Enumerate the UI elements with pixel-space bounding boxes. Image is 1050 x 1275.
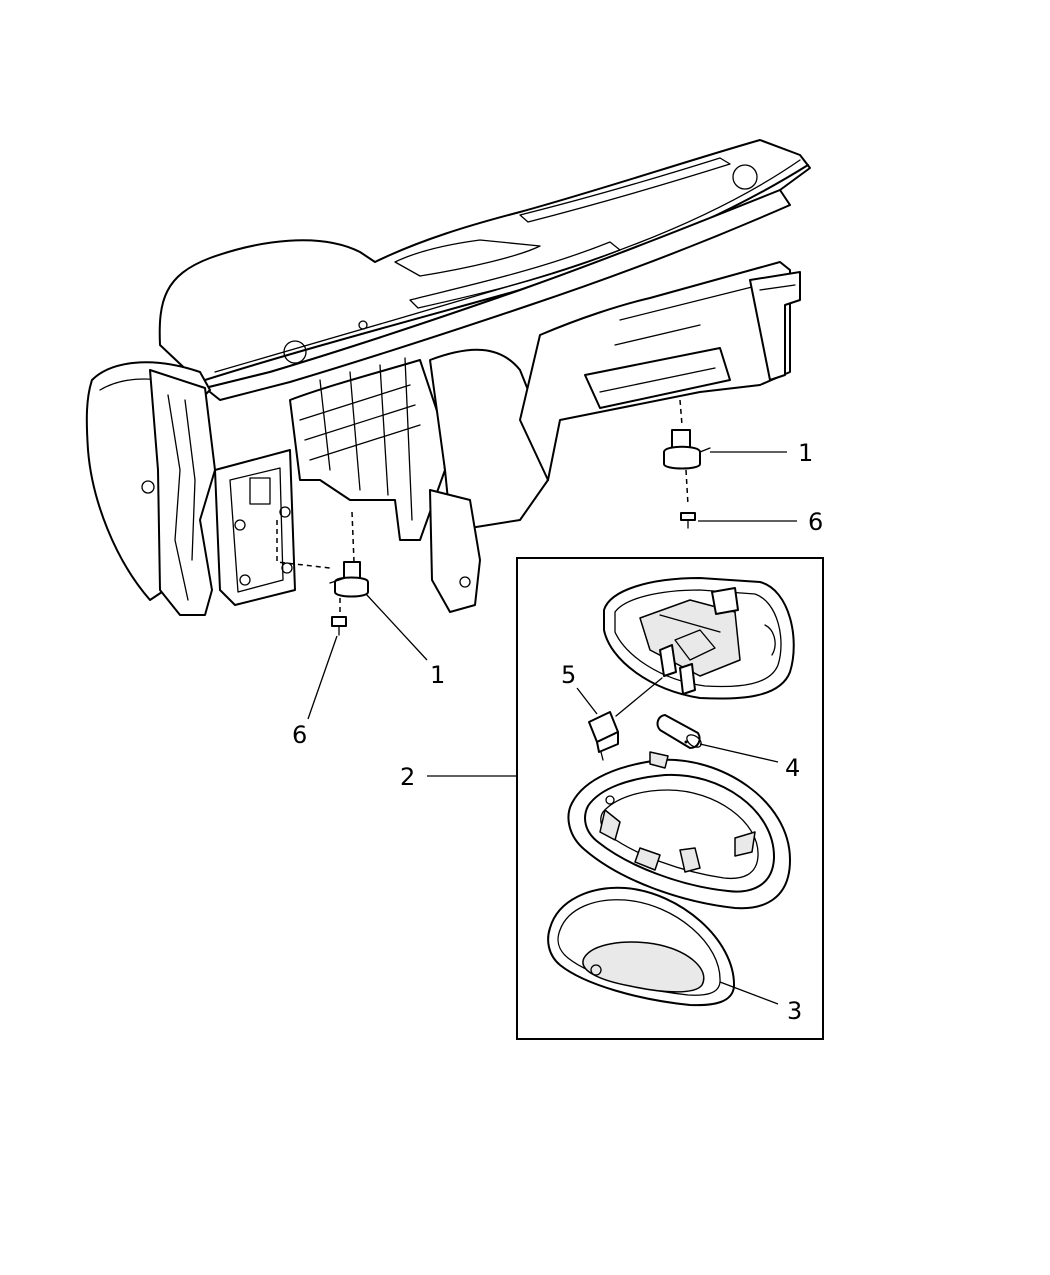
instrument-panel-illustration [85,139,811,616]
lower-screw-6 [331,616,347,636]
callout-4: 4 [785,754,800,782]
leader-line-1-lower [365,593,428,661]
callout-1-upper: 1 [798,439,813,467]
lower-part-1-assembly [276,511,369,612]
callout-1-lower: 1 [430,661,445,689]
leader-line-5 [576,687,598,715]
lamp-switch [588,677,663,761]
lamp-bezel [567,751,791,910]
detail-box [516,557,824,1040]
lamp-housing [603,577,795,700]
upper-screw-6 [680,512,696,529]
callout-6-upper: 6 [808,508,823,536]
callout-2: 2 [400,763,415,791]
leader-line-3 [719,981,779,1005]
leader-line-6-lower [307,635,338,720]
callout-5: 5 [561,661,576,689]
lamp-lens [547,886,736,1007]
leader-line-4 [699,743,779,763]
callout-3: 3 [787,997,802,1025]
lamp-bulb [656,714,702,749]
upper-part-1-assembly [663,399,711,506]
callout-6-lower: 6 [292,721,307,749]
